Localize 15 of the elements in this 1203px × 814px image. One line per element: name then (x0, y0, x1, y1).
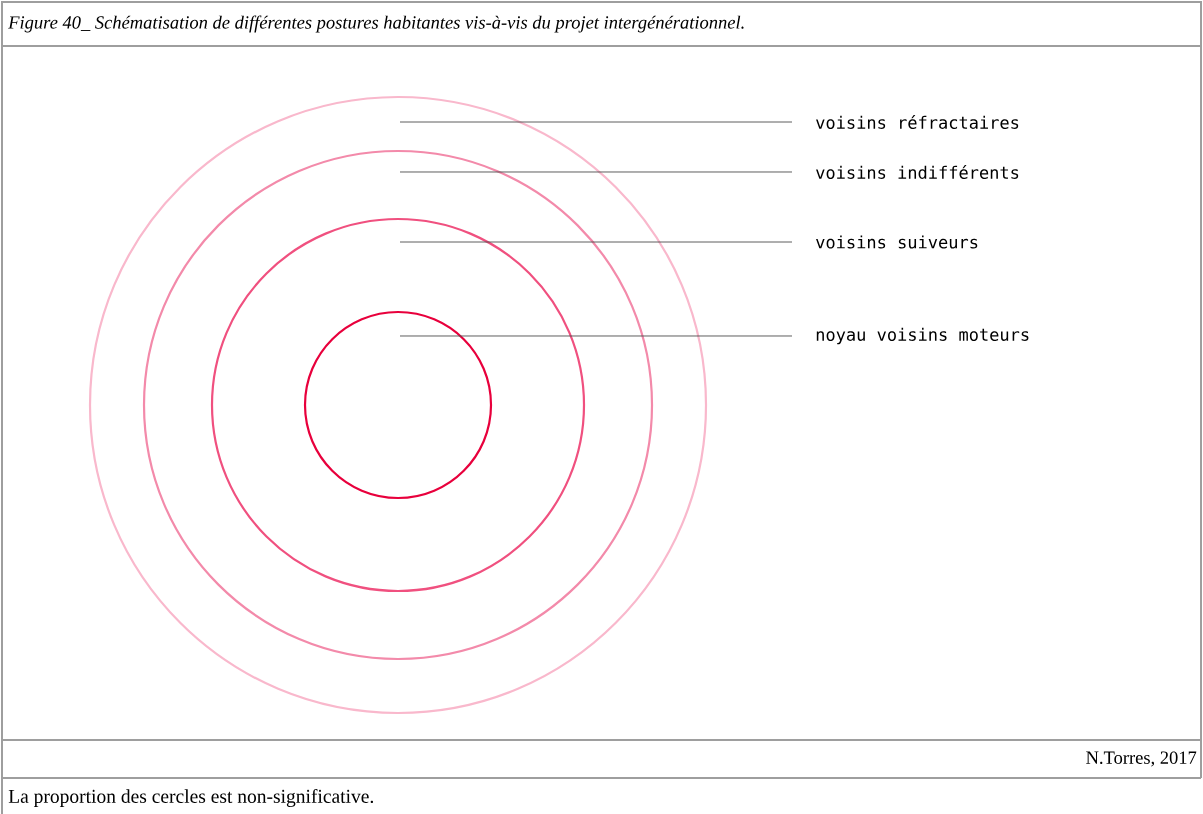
ring-circle (210, 217, 586, 593)
ring-label: voisins suiveurs (816, 235, 978, 249)
ring-label: voisins réfractaires (816, 115, 1019, 129)
ring-label: noyau voisins moteurs (816, 327, 1029, 345)
caption: La proportion des cercles est non-significative. (8, 789, 373, 807)
ring-label: voisins indifférents (816, 165, 1019, 179)
ring-circle (142, 149, 654, 661)
leader-line (399, 335, 793, 337)
ring-circle (88, 95, 708, 715)
leader-line (399, 171, 793, 173)
ring-circle (303, 310, 493, 500)
leader-line (399, 241, 793, 243)
figure-title: Figure 40_ Schématisation de différentes postures habitantes vis-à-vis du projet intergénérationnel. (8, 15, 744, 33)
leader-line (399, 121, 793, 123)
source-credit: N.Torres, 2017 (1086, 751, 1197, 767)
